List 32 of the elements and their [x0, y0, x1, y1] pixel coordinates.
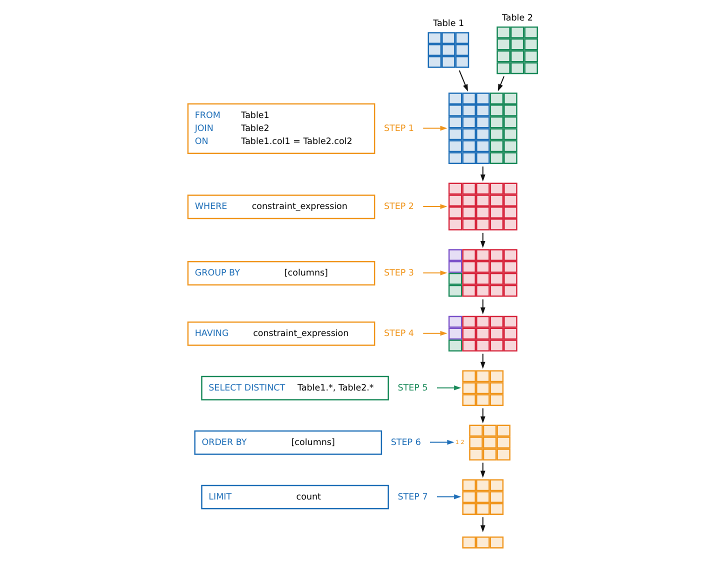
node-label: Table 2 [502, 13, 533, 24]
arrow [436, 385, 462, 390]
node-label: STEP 6 [390, 438, 421, 448]
arrow [480, 516, 486, 532]
arrow [480, 298, 486, 314]
node-label: STEP 4 [384, 328, 414, 339]
node-box: GROUP BY [columns] [187, 261, 376, 286]
arrow [480, 408, 486, 424]
node-box: LIMIT count [201, 484, 389, 510]
arrow [422, 270, 448, 276]
arrow [480, 166, 486, 182]
arrow [422, 126, 448, 131]
node-label: STEP 5 [398, 383, 428, 394]
node-label: STEP 7 [398, 492, 428, 502]
arrow [430, 440, 454, 445]
arrow [436, 494, 462, 500]
arrow [480, 462, 486, 478]
node-label: STEP 2 [384, 202, 414, 212]
node-label: Table 1 [433, 19, 464, 30]
arrow [458, 70, 468, 92]
node-box: ORDER BY [columns] [194, 430, 382, 455]
node-label: STEP 3 [384, 268, 414, 279]
node-label: STEP 1 [384, 124, 414, 134]
node-box: SELECT DISTINCT Table1.*, Table2.* [201, 376, 389, 400]
node-box: HAVING constraint_expression [187, 321, 376, 346]
arrow [480, 232, 486, 248]
arrow [480, 353, 486, 369]
arrow [422, 330, 448, 336]
arrow [422, 204, 448, 209]
node-box: WHERE constraint_expression [187, 194, 376, 220]
arrow [498, 76, 505, 92]
node-box: FROM Table1 JOIN Table2 ON Table1.col1 = Table2.col2 [187, 103, 376, 154]
